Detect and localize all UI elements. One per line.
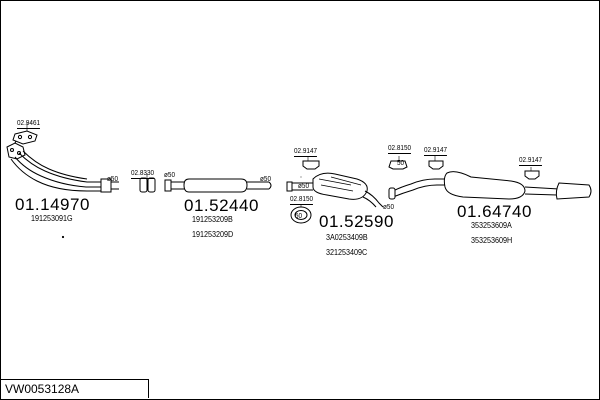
- part-ref-rear-muffler-2: 353253609H: [471, 236, 513, 245]
- rear-muffler-drawing: [388, 171, 592, 200]
- center-muffler-drawing: [286, 172, 384, 208]
- accessory-code-02-9461: 02.9461: [17, 118, 41, 129]
- pipe-diameter-3: ø50: [260, 174, 271, 183]
- accessory-code-02-9147-mid: 02.9147: [294, 146, 318, 157]
- accessory-code-02-9147-rear: 02.9147: [424, 145, 448, 156]
- part-ref-middle-pipe-1: 191253209B: [192, 215, 233, 224]
- clamp-diameter-badge-top: 50: [397, 158, 405, 167]
- pipe-diameter-2: ø50: [164, 170, 175, 179]
- diagram-code: VW0053128A: [5, 382, 80, 396]
- part-ref-front-pipe-1: 191253091G: [31, 214, 73, 223]
- accessory-code-02-8150-top: 02.8150: [388, 143, 412, 154]
- front-pipe-drawing: [6, 138, 119, 193]
- part-ref-center-muffler-2: 321253409C: [326, 248, 368, 257]
- part-number-rear-muffler: 01.64740: [457, 202, 532, 221]
- pipe-diameter-1: ø50: [107, 174, 118, 183]
- part-number-front-pipe: 01.14970: [15, 195, 90, 214]
- accessory-code-02-8330: 02.8330: [131, 168, 155, 179]
- pipe-diameter-5: ø50: [383, 202, 394, 211]
- part-number-center-muffler: 01.52590: [319, 212, 394, 231]
- bracket-02-9147-tail-drawing: [524, 167, 540, 180]
- diagram-code-box: VW0053128A: [1, 379, 149, 398]
- bracket-02-9147-mid-drawing: [302, 156, 320, 170]
- part-number-middle-pipe: 01.52440: [184, 196, 259, 215]
- accessory-code-02-9147-tail: 02.9147: [519, 155, 543, 166]
- rubber-ring-02-8150-left-drawing: [290, 204, 312, 224]
- part-ref-rear-muffler-1: 353253609A: [471, 221, 512, 230]
- middle-pipe-drawing: [164, 178, 272, 193]
- rubber-ring-02-8150-top-drawing: [388, 156, 408, 170]
- part-ref-center-muffler-1: 3A0253409B: [326, 233, 368, 242]
- gasket-02-9461-drawing: [12, 122, 38, 145]
- pipe-diameter-4: ø50: [298, 181, 309, 190]
- accessory-code-02-8150-left: 02.8150: [290, 194, 314, 205]
- bracket-02-9147-rear-drawing: [428, 156, 444, 170]
- part-ref-middle-pipe-2: 191253209D: [192, 230, 234, 239]
- clamp-diameter-badge: 50: [295, 211, 303, 220]
